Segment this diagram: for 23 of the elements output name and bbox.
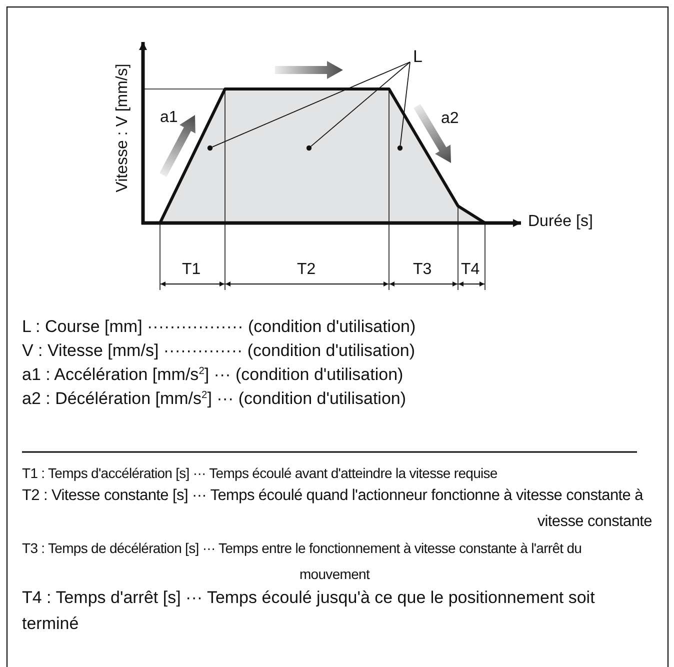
acceleration-label: a1 (160, 109, 178, 128)
definition-text: V : Vitesse [mm/s] ·············· (condition d'utilisation) (22, 341, 416, 361)
definition-text: T4 : Temps d'arrêt [s] ··· Temps écoulé jusqu'à ce que le positionnement soit terminé (22, 587, 596, 635)
axis-title: Vitesse : V [mm/s] (114, 64, 132, 192)
leader-dot (397, 145, 403, 151)
duration-label: T2 (297, 261, 316, 280)
leader-line (310, 62, 410, 147)
definition-text: a2 : Décélération [mm/s$^{2}$] ··· (condition d'utilisation) (22, 389, 406, 409)
leader-line (212, 62, 410, 148)
callout-letter: L (413, 47, 422, 67)
definition-text: T3 : Temps de décélération [s] ··· Temps entre le fonctionnement à vitesse constante à l'arrêt du mouvement (22, 539, 583, 584)
definition-text: T1 : Temps d'accélération [s] ··· Temps écoulé avant d'atteindre la vitesse requise (22, 464, 498, 483)
leader-dot (306, 145, 312, 151)
definition-text: L : Course [mm] ················· (condition d'utilisation) (22, 317, 416, 337)
leader-line (400, 62, 410, 146)
duration-label: T4 (461, 261, 480, 280)
definition-text: T2 : Vitesse constante [s] ··· Temps écoulé quand l'actionneur fonctionne à vitesse constante à vitesse constante (22, 486, 652, 532)
duration-label: T3 (413, 261, 432, 280)
deceleration-label: a2 (441, 110, 459, 128)
axis-title: Durée [s] (528, 213, 593, 232)
definition-text: a1 : Accélération [mm/s$^{2}$] ··· (condition d'utilisation) (22, 365, 404, 385)
leader-dot (207, 145, 213, 151)
duration-label: T1 (182, 261, 201, 280)
